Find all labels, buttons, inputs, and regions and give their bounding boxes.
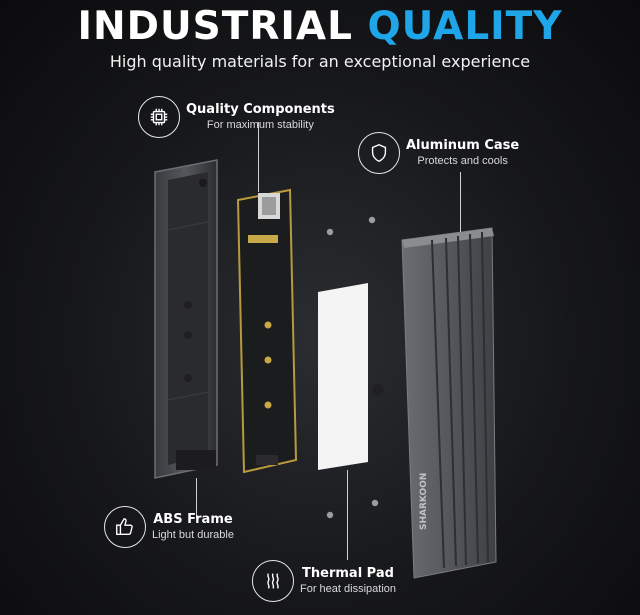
pcb-adapter-board [236, 188, 298, 474]
page-title: INDUSTRIAL QUALITY [0, 4, 640, 49]
abs-frame [154, 159, 218, 479]
leader-line-abs-frame [196, 478, 197, 518]
quality-components-subtitle: For maximum stability [206, 119, 314, 131]
thermal-pad-subtitle: For heat dissipation [300, 583, 396, 595]
thermal-pad-title: Thermal Pad [302, 566, 394, 581]
leader-line-thermal-pad [347, 470, 348, 560]
callout-thermal-pad: Thermal Pad For heat dissipation [252, 560, 396, 602]
abs-frame-title: ABS Frame [153, 512, 233, 527]
brand-mark: SHARKOON [419, 473, 429, 530]
title-accent: QUALITY [367, 4, 563, 49]
page-subtitle: High quality materials for an exceptiona… [109, 52, 531, 71]
chip-icon [138, 96, 180, 138]
thumbs-up-icon [104, 506, 146, 548]
shield-icon [358, 132, 400, 174]
aluminum-case-title: Aluminum Case [406, 138, 520, 153]
heat-waves-icon [252, 560, 294, 602]
thermal-pad [318, 283, 368, 470]
quality-components-title: Quality Components [186, 102, 335, 117]
callout-aluminum-case: Aluminum Case Protects and cools [358, 132, 519, 174]
abs-frame-subtitle: Light but durable [152, 529, 234, 541]
aluminum-case-subtitle: Protects and cools [417, 155, 508, 167]
leader-line-quality-components [258, 122, 259, 192]
title-main: INDUSTRIAL [77, 4, 368, 49]
screws [326, 216, 384, 519]
leader-line-aluminum-case [460, 172, 461, 232]
aluminum-case: SHARKOON [401, 227, 497, 579]
callout-abs-frame: ABS Frame Light but durable [104, 506, 234, 548]
callout-quality-components: Quality Components For maximum stability [138, 96, 335, 138]
